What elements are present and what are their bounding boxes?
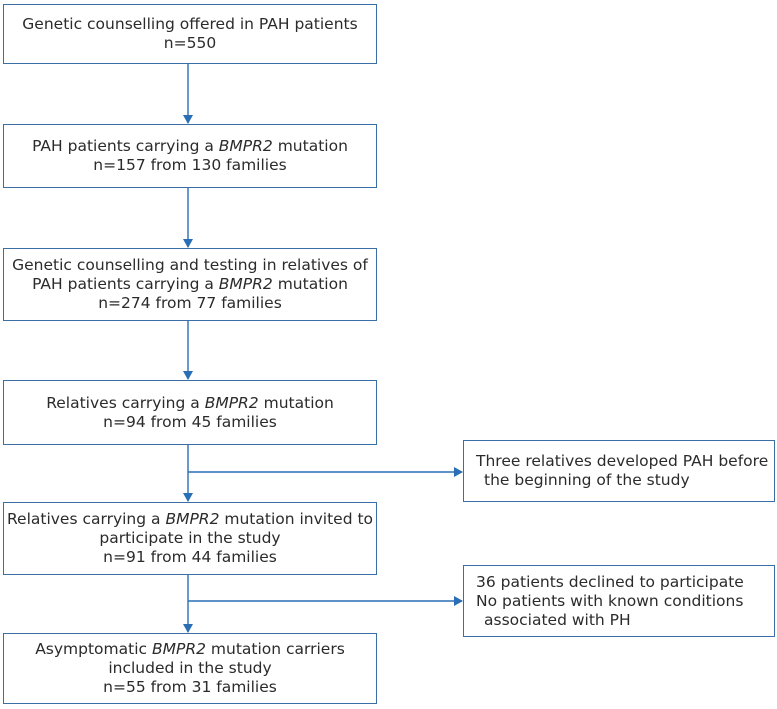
- gene-name: BMPR2: [204, 393, 259, 412]
- gene-name: BMPR2: [151, 640, 206, 658]
- box-text-line: participate in the study: [99, 529, 280, 548]
- box-text-line: n=91 from 44 families: [103, 548, 277, 567]
- gene-name: BMPR2: [218, 275, 273, 293]
- box-text-line: n=157 from 130 families: [93, 156, 286, 175]
- text-segment: Genetic counselling and testing in relat…: [12, 256, 368, 274]
- text-segment: n=550: [163, 34, 217, 52]
- text-segment: included in the study: [108, 659, 272, 677]
- text-segment: Relatives carrying a: [6, 510, 166, 528]
- text-segment: Relatives carrying a: [46, 393, 205, 412]
- text-segment: mutation carriers: [205, 640, 345, 658]
- text-segment: associated with PH: [484, 610, 631, 629]
- text-segment: mutation invited to: [219, 510, 374, 528]
- text-segment: n=55 from 31 families: [103, 678, 277, 696]
- box-text-line: n=274 from 77 families: [98, 294, 282, 313]
- text-segment: n=94 from 45 families: [103, 412, 277, 431]
- box-text-line: n=94 from 45 families: [103, 413, 277, 432]
- box-relatives-testing: Genetic counselling and testing in relat…: [3, 248, 377, 321]
- text-segment: the beginning of the study: [484, 471, 690, 489]
- text-segment: mutation: [258, 393, 334, 412]
- box-counselling-offered: Genetic counselling offered in PAH patie…: [3, 4, 377, 64]
- box-text-line: Relatives carrying a BMPR2 mutation: [46, 394, 334, 413]
- box-text-line: PAH patients carrying a BMPR2 mutation: [32, 137, 348, 156]
- box-text-line: n=55 from 31 families: [103, 678, 277, 697]
- box-text-line: Three relatives developed PAH before: [476, 452, 768, 471]
- text-segment: n=91 from 44 families: [103, 548, 277, 566]
- box-text-line: PAH patients carrying a BMPR2 mutation: [32, 275, 348, 294]
- gene-name: BMPR2: [218, 137, 273, 155]
- box-relatives-invited: Relatives carrying a BMPR2 mutation invi…: [3, 502, 377, 575]
- box-text-line: 36 patients declined to participate: [476, 573, 744, 592]
- box-text-line: Relatives carrying a BMPR2 mutation invi…: [7, 510, 373, 529]
- box-text-line: Asymptomatic BMPR2 mutation carriers: [35, 640, 345, 659]
- box-text-line: included in the study: [108, 659, 271, 678]
- text-segment: participate in the study: [99, 529, 281, 547]
- text-segment: mutation: [272, 275, 348, 293]
- text-segment: Three relatives developed PAH before: [476, 452, 769, 470]
- box-text-line: the beginning of the study: [476, 471, 690, 490]
- text-segment: 36 patients declined to participate: [476, 572, 744, 591]
- box-text-line: Genetic counselling offered in PAH patie…: [22, 15, 357, 34]
- text-segment: n=157 from 130 families: [93, 156, 287, 174]
- text-segment: No patients with known conditions: [476, 591, 744, 610]
- box-text-line: associated with PH: [476, 611, 631, 630]
- text-segment: Asymptomatic: [35, 640, 152, 658]
- text-segment: n=274 from 77 families: [98, 294, 282, 312]
- text-segment: PAH patients carrying a: [32, 137, 219, 155]
- box-text-line: Genetic counselling and testing in relat…: [12, 256, 368, 275]
- text-segment: Genetic counselling offered in PAH patie…: [22, 15, 358, 33]
- gene-name: BMPR2: [165, 510, 220, 528]
- text-segment: PAH patients carrying a: [32, 275, 219, 293]
- text-segment: mutation: [272, 137, 348, 155]
- box-text-line: No patients with known conditions: [476, 592, 743, 611]
- box-text-line: n=550: [164, 34, 216, 53]
